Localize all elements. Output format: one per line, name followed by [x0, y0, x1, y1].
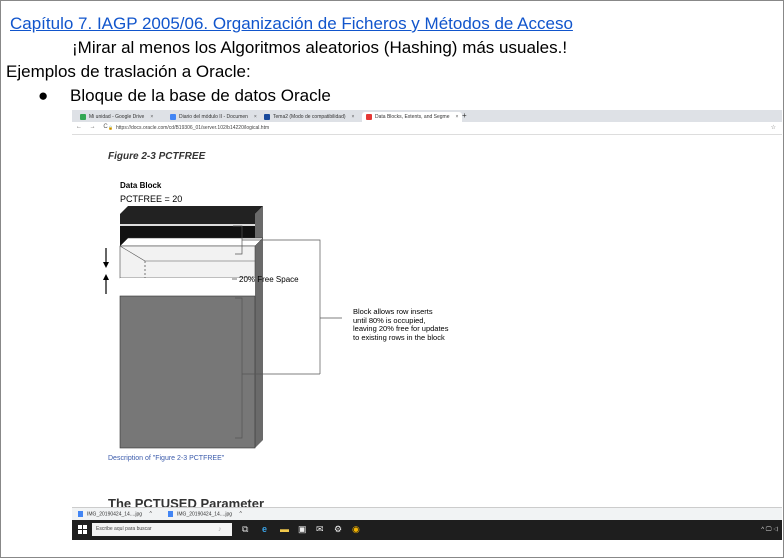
chapter-link[interactable]: Capítulo 7. IAGP 2005/06. Organización d… [10, 14, 573, 33]
download-bar: IMG_20190424_14....jpg ^ IMG_20190424_14… [72, 507, 782, 521]
header-gap [120, 224, 255, 226]
chrome-icon[interactable]: ◉ [352, 524, 360, 534]
windows-start-icon[interactable] [78, 525, 87, 534]
google-docs-icon [170, 113, 176, 120]
search-placeholder: Escribe aquí para buscar [96, 526, 152, 532]
system-tray[interactable]: ^ 🖵 ◁ [761, 527, 778, 533]
download-menu-caret[interactable]: ^ [149, 511, 152, 518]
tab-label: Data Blocks, Extents, and Segme [375, 114, 450, 120]
used-bracket [235, 297, 243, 439]
block-side [255, 206, 263, 448]
task-view-icon[interactable]: ⧉ [242, 524, 249, 534]
google-drive-icon [80, 113, 86, 120]
tab-tema2[interactable]: Tema2 (Modo de compatibilidad) × [260, 112, 360, 122]
address-bar: ← → C 🔒https://docs.oracle.com/cd/B19306… [72, 122, 782, 135]
figure-title: Figure 2-3 PCTFREE [108, 151, 206, 162]
arrow-up-icon [103, 274, 109, 280]
image-file-icon [168, 511, 173, 517]
bracket-connector [242, 239, 321, 374]
tab-label: Diario del módulo II - Documen [179, 114, 248, 120]
file-explorer-icon[interactable]: ▬ [280, 524, 289, 534]
note-connector [242, 317, 342, 375]
download-menu-caret[interactable]: ^ [239, 511, 242, 518]
hashing-note: ¡Mirar al menos los Algoritmos aleatorio… [72, 38, 568, 57]
oracle-examples-heading: Ejemplos de traslación a Oracle: [6, 62, 251, 81]
used-space-region [119, 295, 256, 449]
free-space-label: 20% Free Space [239, 275, 299, 284]
tab-google-drive[interactable]: Mi unidad - Google Drive × [76, 112, 166, 122]
tab-data-blocks[interactable]: Data Blocks, Extents, and Segme × [362, 112, 462, 122]
pctfree-diagram [103, 206, 342, 449]
close-icon[interactable]: × [253, 114, 257, 120]
arrow-down-icon [103, 262, 109, 268]
download-item[interactable]: IMG_20190424_14....jpg ^ [168, 511, 242, 517]
lock-icon: 🔒 [108, 125, 113, 130]
nav-buttons[interactable]: ← → C [76, 124, 111, 130]
header-band-1 [120, 214, 255, 224]
bookmark-icon[interactable]: ☆ [770, 125, 776, 131]
browser-tab-bar: Mi unidad - Google Drive × Diario del mód… [72, 110, 782, 122]
block-top [120, 206, 263, 214]
tab-diario-modulo[interactable]: Diario del módulo II - Documen × [166, 112, 260, 122]
url-field[interactable]: 🔒https://docs.oracle.com/cd/B19306_01/se… [108, 124, 728, 132]
download-filename: IMG_20190424_14....jpg [177, 511, 233, 518]
url-text: https://docs.oracle.com/cd/B19306_01/ser… [115, 125, 270, 131]
block-note-line: Block allows row inserts [353, 307, 433, 316]
image-file-icon [78, 511, 83, 517]
used-top-gap [120, 278, 255, 296]
embedded-browser-screenshot: Mi unidad - Google Drive × Diario del mód… [72, 110, 782, 540]
edge-icon[interactable]: e [262, 524, 268, 534]
block-note-line: to existing rows in the block [353, 332, 445, 342]
settings-icon[interactable]: ⚙ [334, 524, 343, 534]
close-icon[interactable]: × [150, 114, 154, 120]
free-space-top [119, 237, 264, 247]
download-item[interactable]: IMG_20190424_14....jpg ^ [78, 511, 152, 517]
data-block-label: Data Block [120, 181, 162, 190]
bullet-dot: ● [38, 86, 49, 105]
close-icon[interactable]: × [351, 114, 355, 120]
tab-label: Mi unidad - Google Drive [89, 114, 145, 120]
store-icon[interactable]: ▣ [298, 524, 307, 534]
windows-taskbar: Escribe aquí para buscar ♪ ⧉ e ▬ ▣ ✉ ⚙ ◉… [72, 520, 782, 540]
taskbar-search-input[interactable]: Escribe aquí para buscar [92, 523, 232, 536]
bullet-text: Bloque de la base de datos Oracle [70, 86, 331, 105]
bullet-item: ● Bloque de la base de datos Oracle [38, 86, 331, 106]
close-icon[interactable]: × [455, 114, 459, 120]
pctfree-label: PCTFREE = 20 [120, 194, 183, 204]
block-note-line: leaving 20% free for updates [353, 324, 449, 333]
block-note-line: until 80% is occupied, [353, 315, 426, 325]
free-space-region [119, 245, 256, 279]
powerpoint-icon [264, 113, 270, 120]
block-note: Block allows row inserts until 80% is oc… [353, 307, 449, 342]
oracle-icon [366, 113, 372, 120]
download-filename: IMG_20190424_14....jpg [87, 511, 143, 518]
free-space-edge [119, 245, 146, 262]
tab-label: Tema2 (Modo de compatibilidad) [273, 114, 346, 120]
mail-icon[interactable]: ✉ [316, 524, 324, 534]
figure-description-link[interactable]: Description of "Figure 2-3 PCTFREE" [108, 455, 225, 462]
new-tab-button[interactable]: + [462, 111, 467, 120]
microphone-icon[interactable]: ♪ [218, 526, 222, 533]
